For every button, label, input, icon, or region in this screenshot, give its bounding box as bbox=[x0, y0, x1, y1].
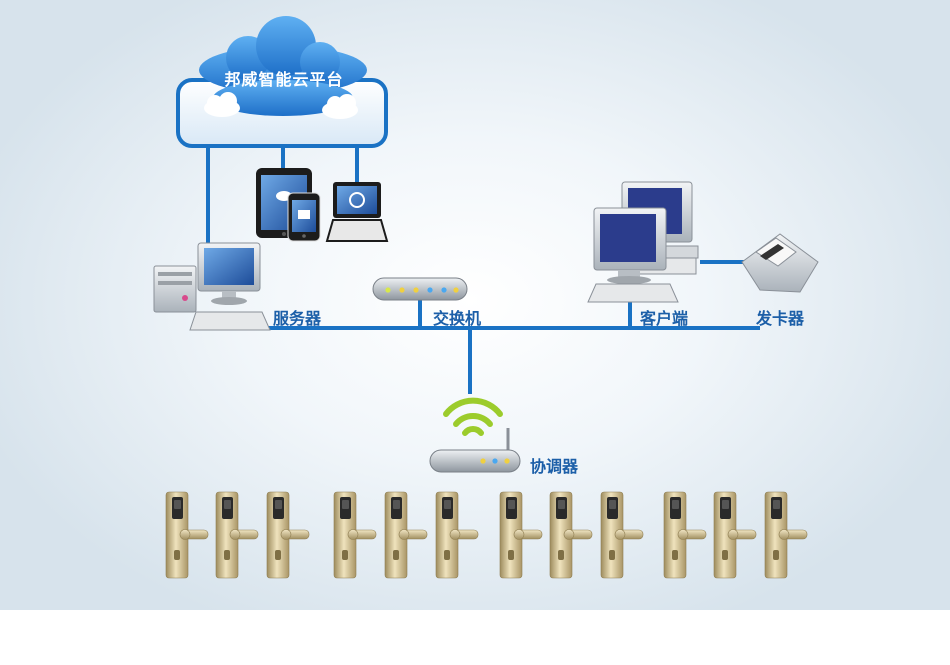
wifi-signal-icon bbox=[443, 397, 503, 436]
door-lock-icon bbox=[435, 491, 479, 579]
door-lock-icon bbox=[764, 491, 808, 579]
coordinator-label: 协调器 bbox=[530, 457, 579, 476]
card-issuer-label: 发卡器 bbox=[756, 309, 805, 328]
smartphone-icon bbox=[287, 192, 321, 242]
door-lock-icon bbox=[215, 491, 259, 579]
door-lock-icon bbox=[663, 491, 707, 579]
switch-icon bbox=[372, 277, 468, 301]
coordinator-icon bbox=[429, 428, 521, 473]
network-lines bbox=[206, 146, 760, 394]
door-lock-icon bbox=[165, 491, 209, 579]
door-lock-icon bbox=[549, 491, 593, 579]
door-locks-group bbox=[165, 491, 808, 579]
door-lock-icon bbox=[713, 491, 757, 579]
switch-label: 交换机 bbox=[433, 309, 482, 328]
door-lock-icon bbox=[499, 491, 543, 579]
door-lock-icon bbox=[384, 491, 428, 579]
laptop-icon bbox=[325, 182, 389, 242]
door-lock-icon bbox=[333, 491, 377, 579]
server-label: 服务器 bbox=[273, 309, 322, 328]
card-issuer-icon bbox=[741, 233, 819, 293]
door-lock-icon bbox=[600, 491, 644, 579]
cloud-icon bbox=[199, 16, 367, 119]
server-computer-icon bbox=[153, 242, 271, 331]
cloud-platform-title: 邦威智能云平台 bbox=[224, 70, 344, 89]
door-lock-icon bbox=[266, 491, 310, 579]
client-computer-front-icon bbox=[587, 207, 679, 303]
client-label: 客户端 bbox=[640, 309, 689, 328]
